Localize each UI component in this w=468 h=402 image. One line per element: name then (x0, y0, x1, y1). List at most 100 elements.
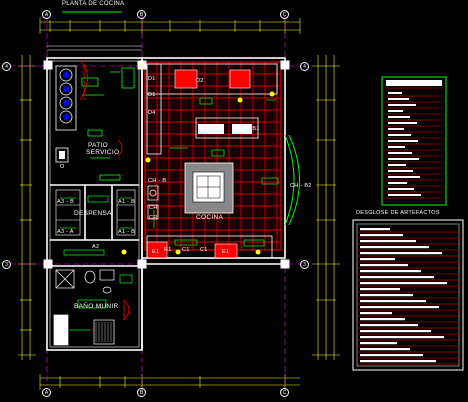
breakdown-table-title: DESGLOSE DE ARTEFACTOS (356, 210, 440, 216)
tag-a1b-b: A1 - B (118, 229, 136, 235)
breakdown-row-mark (360, 282, 447, 285)
tag-a3a: A3 - A (57, 229, 74, 235)
tag-a3b: A3 - B (57, 199, 75, 205)
grid-column-a-bottom: A (42, 388, 51, 397)
breakdown-rows (357, 228, 459, 365)
legend-row-mark (388, 176, 420, 178)
bath-green (70, 274, 133, 331)
legend-row-mark (388, 182, 407, 184)
tag-d3-b: D3 (214, 126, 222, 132)
legend-row-mark (388, 122, 417, 124)
tag-d3-a: D3 (198, 126, 206, 132)
tag-chb: CH - B (148, 178, 167, 184)
grid-column-b-top: B (137, 10, 146, 19)
breakdown-row-mark (360, 348, 410, 351)
service-red-details (79, 59, 123, 157)
breakdown-row-mark (360, 246, 429, 249)
room-label-despensa: DESPENSA (74, 210, 112, 217)
pantry-green (60, 195, 132, 256)
tag-chb2: CH - B2 (290, 183, 312, 189)
tag-e1-a: E1 (152, 249, 160, 255)
grid-column-a-top: A (42, 10, 51, 19)
pantry-shelves (55, 189, 136, 236)
breakdown-row-mark (360, 294, 413, 297)
breakdown-row-mark (360, 318, 405, 321)
grid-column-b-bottom: B (137, 388, 146, 397)
breakdown-row-mark (360, 258, 395, 261)
breakdown-row-mark (360, 360, 436, 363)
breakdown-row-mark (360, 354, 423, 357)
legend-row-mark (388, 152, 412, 154)
legend-row-mark (388, 158, 419, 160)
legend-row-mark (388, 188, 414, 190)
breakdown-row-mark (360, 312, 392, 315)
breakdown-row-mark (360, 252, 442, 255)
tag-c1-a: C1 (182, 247, 190, 253)
breakdown-row-mark (360, 300, 426, 303)
tag-ch: CH (149, 205, 158, 211)
legend-row-mark (388, 104, 416, 106)
tag-d4: D4 (148, 110, 156, 116)
tag-cr: CR (149, 215, 158, 221)
breakdown-row-mark (360, 240, 416, 243)
laundry-fixtures (55, 65, 77, 131)
legend-row-mark (388, 170, 413, 172)
legend-rows (386, 92, 442, 199)
room-label-bano: BAÑO MUNIR (74, 303, 119, 310)
tag-d1-a: D1 (148, 76, 156, 82)
tag-d1-b: D1 (148, 92, 156, 98)
tag-a1b-a: A1 - B (118, 199, 136, 205)
plan-title: PLANTA DE COCINA (62, 1, 125, 7)
breakdown-row-mark (360, 342, 397, 345)
stair-hatch (47, 45, 142, 51)
legend-row-mark (388, 92, 402, 94)
tag-d2: D2 (196, 78, 204, 84)
breakdown-table (352, 219, 464, 371)
kitchen-green (153, 97, 279, 247)
tag-a2: A2 (92, 244, 100, 250)
legend-table (381, 76, 447, 206)
grid-row-3-right: 3 (300, 260, 309, 269)
kitchen-whites (198, 124, 252, 134)
room-label-cocina: COCINA (196, 214, 224, 221)
laundry-fixture-fill (63, 72, 69, 120)
legend-row-mark (388, 164, 406, 166)
breakdown-row-mark (360, 228, 390, 231)
grid-column-c-bottom: C (280, 388, 289, 397)
breakdown-row-mark (360, 288, 400, 291)
tag-e1-b: E1 (222, 249, 230, 255)
tick-marks (20, 20, 336, 388)
room-label-patio: PATIO (88, 142, 109, 149)
legend-row-mark (388, 98, 409, 100)
tag-chb1: CH - B1 (238, 126, 260, 132)
bath-red (123, 299, 130, 321)
legend-row-mark (388, 110, 403, 112)
legend-row-mark (388, 194, 421, 196)
legend-row-mark (388, 140, 418, 142)
water-heater (55, 147, 69, 163)
legend-row-mark (388, 128, 404, 130)
lamp-markers (121, 91, 275, 255)
columns (43, 60, 290, 269)
cooktop-burners (196, 175, 221, 199)
grid-column-c-top: C (280, 10, 289, 19)
breakdown-row-mark (360, 324, 418, 327)
breakdown-row-mark (360, 276, 434, 279)
grid-row-3-left: 3 (2, 260, 11, 269)
kitchen-sink (147, 185, 159, 220)
kitchen-counter (146, 63, 278, 259)
breakdown-row-mark (360, 336, 444, 339)
breakdown-row-mark (360, 270, 421, 273)
service-green-items (81, 67, 135, 181)
tag-c1-b: C1 (200, 247, 208, 253)
grid-row-4-left: 4 (2, 62, 11, 71)
bay-window (284, 134, 300, 226)
tag-o: O (60, 164, 65, 170)
grid-row-4-right: 4 (300, 62, 309, 71)
breakdown-row-mark (360, 306, 439, 309)
legend-row-mark (388, 146, 405, 148)
breakdown-row-mark (360, 264, 408, 267)
legend-row-mark (388, 134, 411, 136)
tag-r1: R1 (164, 247, 172, 253)
